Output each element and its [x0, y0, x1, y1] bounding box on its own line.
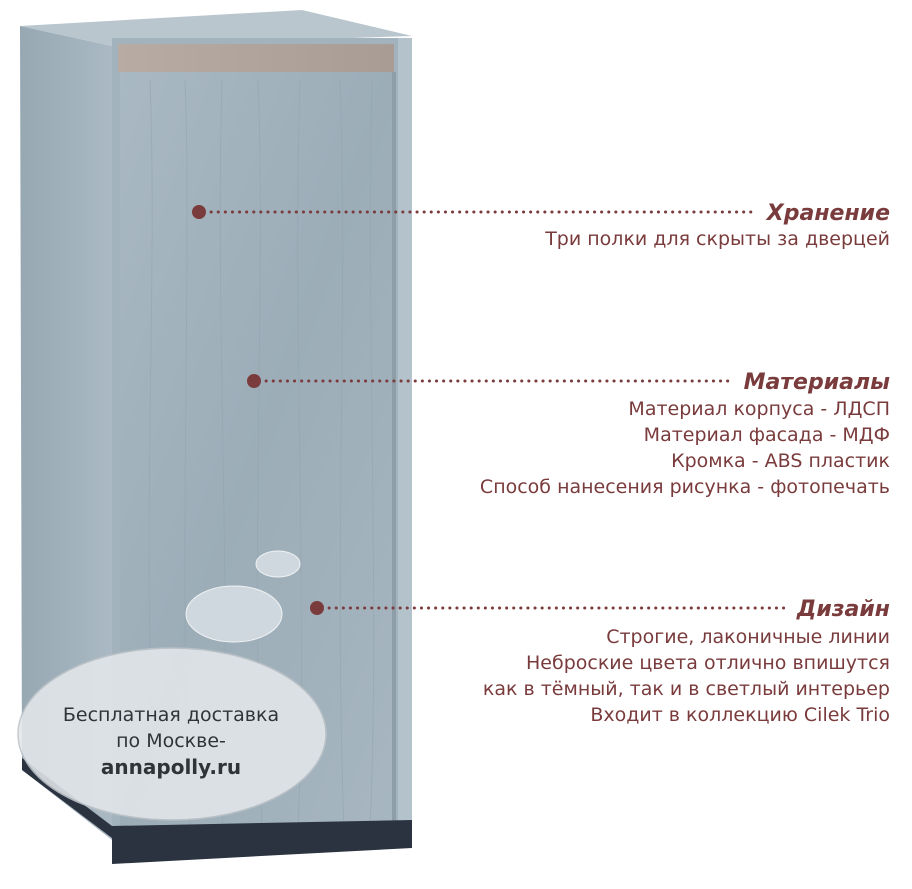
decor-bubble-small	[255, 550, 301, 578]
callout-dot-storage	[192, 205, 206, 219]
callout-dot-materials	[247, 374, 261, 388]
cabinet-open-shelf	[118, 44, 394, 72]
callout-design	[310, 601, 792, 615]
feature-lines-materials: Материал корпуса - ЛДСП Материал фасада …	[480, 396, 890, 500]
callout-dot-design	[310, 601, 324, 615]
feature-lines-storage: Три полки для скрыты за дверцей	[545, 226, 890, 252]
callout-materials	[247, 374, 736, 388]
delivery-site-link[interactable]: annapolly.ru	[100, 755, 242, 779]
feature-line: Кромка - ABS пластик	[671, 450, 890, 472]
feature-line: Входит в коллекцию Cilek Trio	[590, 704, 890, 726]
cabinet-top	[20, 10, 412, 46]
feature-line: Материал корпуса - ЛДСП	[628, 398, 890, 420]
cabinet-side-panel	[20, 26, 112, 840]
feature-line: Материал фасада - МДФ	[643, 424, 890, 446]
delivery-line-1: Бесплатная доставка	[62, 704, 280, 726]
door-edge	[392, 72, 396, 834]
delivery-text: Бесплатная доставка по Москве- annapolly…	[38, 702, 304, 780]
delivery-line-2: по Москве-	[116, 730, 226, 752]
feature-title-storage: Хранение	[766, 201, 890, 226]
feature-line: Неброские цвета отлично впишутся	[526, 652, 890, 674]
cabinet-plinth-front	[112, 824, 412, 864]
feature-line: Строгие, лаконичные линии	[606, 626, 890, 648]
feature-line: Три полки для скрыты за дверцей	[545, 228, 890, 250]
feature-title-materials: Материалы	[743, 370, 890, 395]
feature-lines-design: Строгие, лаконичные линии Неброские цвет…	[483, 624, 890, 728]
cabinet-right-edge	[398, 38, 412, 838]
delivery-badge	[17, 647, 327, 821]
feature-line: Способ нанесения рисунка - фотопечать	[479, 476, 890, 498]
feature-line: как в тёмный, так и в светлый интерьер	[482, 678, 890, 700]
callout-storage	[192, 205, 756, 219]
feature-title-design: Дизайн	[796, 597, 890, 622]
decor-bubble-medium	[185, 585, 283, 643]
